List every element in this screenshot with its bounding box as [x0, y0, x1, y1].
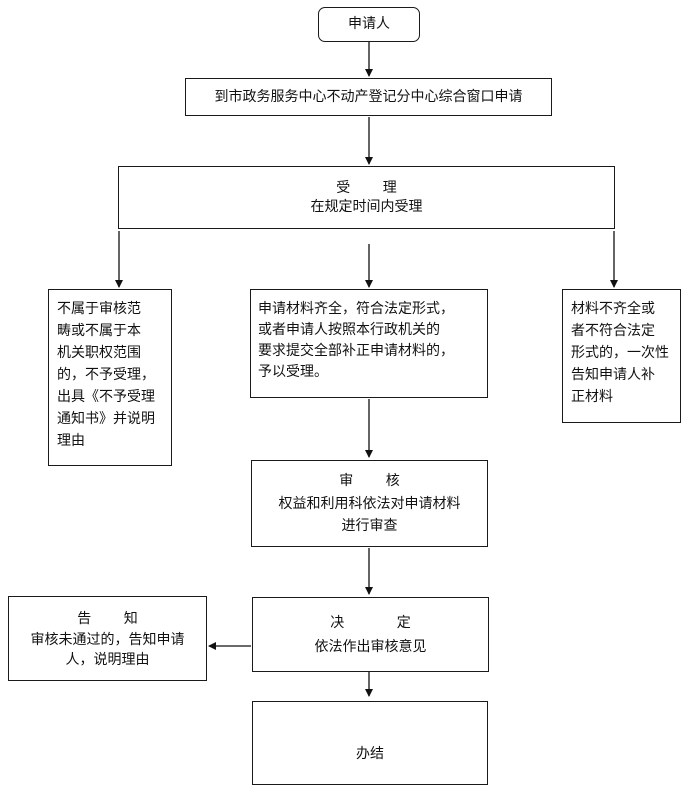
node-decision: 决 定 依法作出审核意见 — [252, 597, 489, 672]
node-notify: 告 知 审核未通过的，告知申请 人，说明理由 — [8, 596, 207, 681]
node-reject: 不属于审核范 畴或不属于本 机关职权范围 的，不予受理， 出具《不予受理 通知书… — [48, 289, 172, 466]
node-accepted: 申请材料齐全，符合法定形式， 或者申请人按照本行政机关的 要求提交全部补正申请材… — [250, 289, 488, 398]
node-reject-label: 不属于审核范 畴或不属于本 机关职权范围 的，不予受理， 出具《不予受理 通知书… — [57, 301, 155, 449]
node-applicant-label: 申请人 — [348, 16, 390, 32]
node-incomplete-label: 材料不齐全或 者不符合法定 形式的，一次性 告知申请人补 正材料 — [571, 301, 669, 405]
node-accepted-label: 申请材料齐全，符合法定形式， 或者申请人按照本行政机关的 要求提交全部补正申请材… — [258, 301, 454, 380]
node-accept-title: 受 理 — [336, 179, 411, 196]
node-accept-desc: 在规定时间内受理 — [310, 198, 423, 215]
node-applicant: 申请人 — [318, 7, 420, 42]
node-decision-desc: 依法作出审核意见 — [314, 638, 427, 655]
node-complete-label: 办结 — [356, 746, 384, 762]
node-review-desc: 权益和利用科依法对申请材料 进行审查 — [278, 496, 461, 534]
node-accept: 受 理 在规定时间内受理 — [118, 166, 615, 229]
node-notify-desc: 审核未通过的，告知申请 人，说明理由 — [30, 631, 185, 668]
node-submit: 到市政务服务中心不动产登记分中心综合窗口申请 — [185, 78, 552, 116]
node-incomplete: 材料不齐全或 者不符合法定 形式的，一次性 告知申请人补 正材料 — [562, 289, 681, 423]
node-complete: 办结 — [252, 701, 488, 785]
node-review-title: 审 核 — [339, 473, 414, 489]
node-review: 审 核 权益和利用科依法对申请材料 进行审查 — [251, 460, 488, 547]
node-decision-title: 决 定 — [330, 614, 435, 631]
node-submit-label: 到市政务服务中心不动产登记分中心综合窗口申请 — [214, 88, 523, 105]
node-notify-title: 告 知 — [77, 610, 152, 627]
